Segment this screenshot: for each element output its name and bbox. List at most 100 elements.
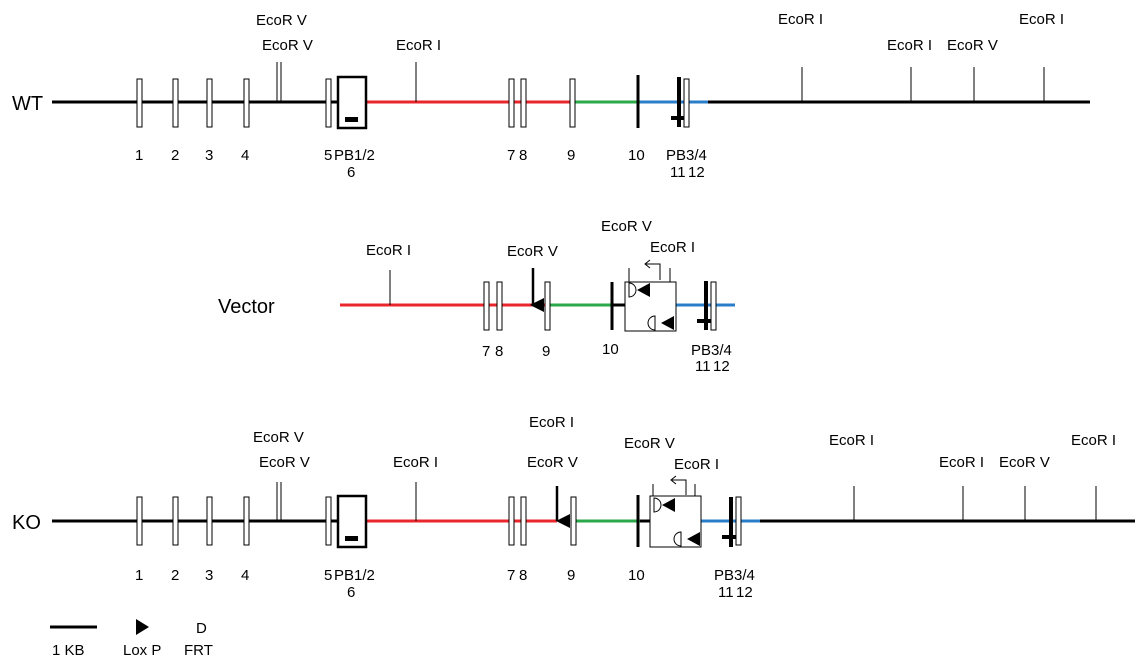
ko-label: KO (12, 512, 41, 534)
ko-label-ecori-6: EcoR I (1071, 432, 1116, 449)
wt-label-ecori-4: EcoR I (1019, 11, 1064, 28)
wt-num-2: 2 (171, 147, 179, 164)
ko-label-ecorv-4: EcoR V (624, 435, 675, 452)
wt-exon-2 (172, 78, 179, 128)
wt-probe-pb12-mark (345, 117, 358, 122)
vector-label: Vector (218, 296, 275, 318)
ko-label-ecori-4: EcoR I (829, 432, 874, 449)
ko-num-8: 8 (519, 567, 527, 584)
wt-exon-8 (520, 78, 527, 128)
wt-exon-1 (136, 78, 143, 128)
wt-label-ecorv-3: EcoR V (947, 37, 998, 54)
ko-num-3: 3 (205, 567, 213, 584)
ko-label-ecori-1: EcoR I (393, 454, 438, 471)
ko-num-7: 7 (507, 567, 515, 584)
ko-num-5: 5 (324, 567, 332, 584)
ko-label-ecorv-2: EcoR V (259, 454, 310, 471)
vector-num-12: 12 (713, 358, 730, 375)
vector-exon-7 (483, 281, 490, 331)
wt-label-ecorv-2: EcoR V (262, 37, 313, 54)
wt-num-3: 3 (205, 147, 213, 164)
ko-loxp-1 (556, 514, 570, 528)
vector-loxp-1 (530, 298, 544, 312)
vector-num-7: 7 (482, 343, 490, 360)
wt-probe-pb34: PB3/4 (666, 147, 707, 164)
vector-exon-11 (710, 281, 717, 331)
vector-exon-8 (496, 281, 503, 331)
ko-exon-4 (243, 496, 250, 546)
ko-exon-3 (206, 496, 213, 546)
vector-num-9: 9 (542, 343, 550, 360)
wt-label: WT (12, 93, 43, 115)
wt-num-10: 10 (628, 147, 645, 164)
ko-label-ecorv-5: EcoR V (999, 454, 1050, 471)
ko-exon-11 (735, 496, 742, 546)
ko-exon-7 (508, 496, 515, 546)
ko-exon-2 (172, 496, 179, 546)
ko-probe-pb12: PB1/2 (334, 567, 375, 584)
wt-exon-11 (683, 78, 690, 128)
wt-exon-9 (569, 78, 576, 128)
legend-frt-icon: D (196, 620, 207, 637)
wt-num-11: 11 (670, 164, 686, 181)
wt-label-ecori-3: EcoR I (887, 37, 932, 54)
legend-loxp-label: Lox P (123, 642, 161, 659)
wt-num-1: 1 (135, 147, 143, 164)
vector-probe-pb34: PB3/4 (691, 342, 732, 359)
ko-label-ecorv-1: EcoR V (253, 429, 304, 446)
ko-promoter-arrow-icon (672, 479, 687, 495)
vector-promoter-arrowhead-icon (644, 259, 651, 269)
legend: 1 KB Lox P D FRT (50, 619, 213, 659)
ko-label-ecori-3: EcoR I (674, 456, 719, 473)
vector-frt-1-icon (628, 282, 637, 298)
ko-allele: KO (12, 414, 1135, 601)
ko-loxp-2 (662, 498, 675, 512)
ko-exon-9 (570, 496, 577, 546)
ko-loxp-3 (687, 532, 700, 546)
ko-label-ecorv-3: EcoR V (527, 454, 578, 471)
ko-exon-1 (136, 496, 143, 546)
vector-exon-9 (544, 281, 551, 331)
vector-num-10: 10 (602, 341, 619, 358)
wt-allele: WT EcoR V EcoR V EcoR I EcoR I (12, 11, 1090, 181)
wt-num-5: 5 (324, 147, 332, 164)
ko-probe-pb34: PB3/4 (714, 567, 755, 584)
wt-label-ecori-1: EcoR I (396, 37, 441, 54)
wt-num-9: 9 (567, 147, 575, 164)
ko-num-12: 12 (736, 584, 753, 601)
wt-num-7: 7 (507, 147, 515, 164)
vector-frt-2-icon (647, 315, 656, 331)
wt-exon-4 (243, 78, 250, 128)
ko-exon-8 (520, 496, 527, 546)
ko-probe-pb12-mark (345, 536, 358, 541)
ko-exon-5 (325, 496, 332, 546)
vector-promoter-arrow-icon (646, 263, 661, 280)
legend-frt-label: FRT (184, 642, 213, 659)
ko-num-11: 11 (718, 584, 734, 601)
ko-num-2: 2 (171, 567, 179, 584)
ko-promoter-arrowhead-icon (670, 475, 677, 485)
ko-num-10: 10 (628, 567, 645, 584)
legend-scale-label: 1 KB (52, 642, 85, 659)
ko-num-4: 4 (241, 567, 249, 584)
wt-num-12: 12 (688, 164, 705, 181)
wt-num-6: 6 (347, 164, 355, 181)
wt-num-8: 8 (519, 147, 527, 164)
vector-num-11: 11 (695, 358, 711, 375)
wt-probe-pb12: PB1/2 (334, 147, 375, 164)
ko-num-9: 9 (567, 567, 575, 584)
ko-frt-2-icon (673, 531, 682, 547)
wt-label-ecori-2: EcoR I (778, 11, 823, 28)
wt-exon-7 (508, 78, 515, 128)
ko-num-6: 6 (347, 584, 355, 601)
wt-exon-3 (206, 78, 213, 128)
ko-frt-1-icon (653, 497, 662, 513)
ko-label-ecori-5: EcoR I (939, 454, 984, 471)
vector-label-ecorv-2: EcoR V (601, 218, 652, 235)
vector-num-8: 8 (495, 343, 503, 360)
vector-label-ecorv-1: EcoR V (507, 243, 558, 260)
vector-label-ecori-2: EcoR I (650, 239, 695, 256)
wt-label-ecorv-1: EcoR V (256, 12, 307, 29)
vector-label-ecori-1: EcoR I (366, 242, 411, 259)
